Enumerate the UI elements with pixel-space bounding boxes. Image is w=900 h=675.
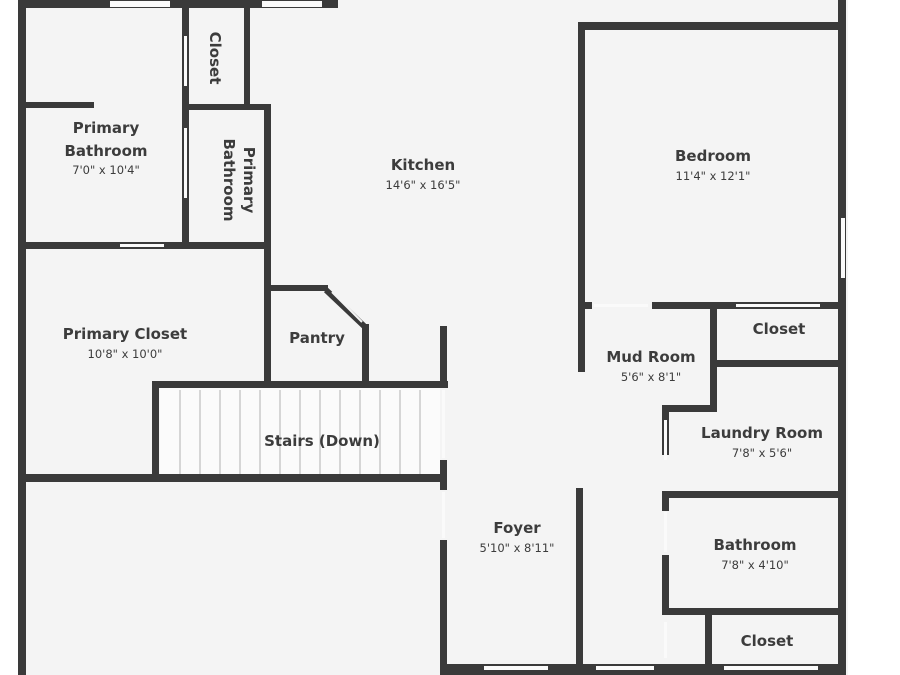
- closet-right-name: Closet: [753, 320, 806, 338]
- pantry-name: Pantry: [289, 329, 345, 347]
- pantry-door-swing: [323, 287, 367, 329]
- mud-room-dims: 5'6" x 8'1": [621, 370, 681, 384]
- primary-bathroom-vertical-name-2: Bathroom: [220, 138, 238, 221]
- laundry-room-dims: 7'8" x 5'6": [732, 446, 792, 460]
- stairs-name: Stairs (Down): [264, 432, 380, 450]
- primary-closet-name: Primary Closet: [63, 325, 187, 343]
- pantry-door-gap: [331, 291, 363, 323]
- kitchen-name: Kitchen: [391, 156, 455, 174]
- primary-bathroom-name-2: Bathroom: [64, 142, 147, 160]
- closet-bottom-name: Closet: [741, 632, 794, 650]
- bedroom-name: Bedroom: [675, 147, 751, 165]
- bathroom-name: Bathroom: [713, 536, 796, 554]
- closet-top-name: Closet: [206, 32, 224, 85]
- mud-room-name: Mud Room: [606, 348, 695, 366]
- bedroom-dims: 11'4" x 12'1": [676, 169, 751, 183]
- room-labels: Primary Bathroom 7'0" x 10'4" Closet Pri…: [63, 32, 823, 650]
- bathroom-dims: 7'8" x 4'10": [721, 558, 789, 572]
- primary-bathroom-dims: 7'0" x 10'4": [72, 163, 140, 177]
- primary-bathroom-name-1: Primary: [73, 119, 140, 137]
- stairs-treads: [160, 388, 440, 476]
- primary-bathroom-vertical-name-1: Primary: [240, 147, 258, 214]
- kitchen-dims: 14'6" x 16'5": [386, 178, 461, 192]
- foyer-name: Foyer: [493, 519, 541, 537]
- openings: [110, 1, 845, 670]
- laundry-room-name: Laundry Room: [701, 424, 823, 442]
- foyer-dims: 5'10" x 8'11": [480, 541, 555, 555]
- primary-closet-dims: 10'8" x 10'0": [88, 347, 163, 361]
